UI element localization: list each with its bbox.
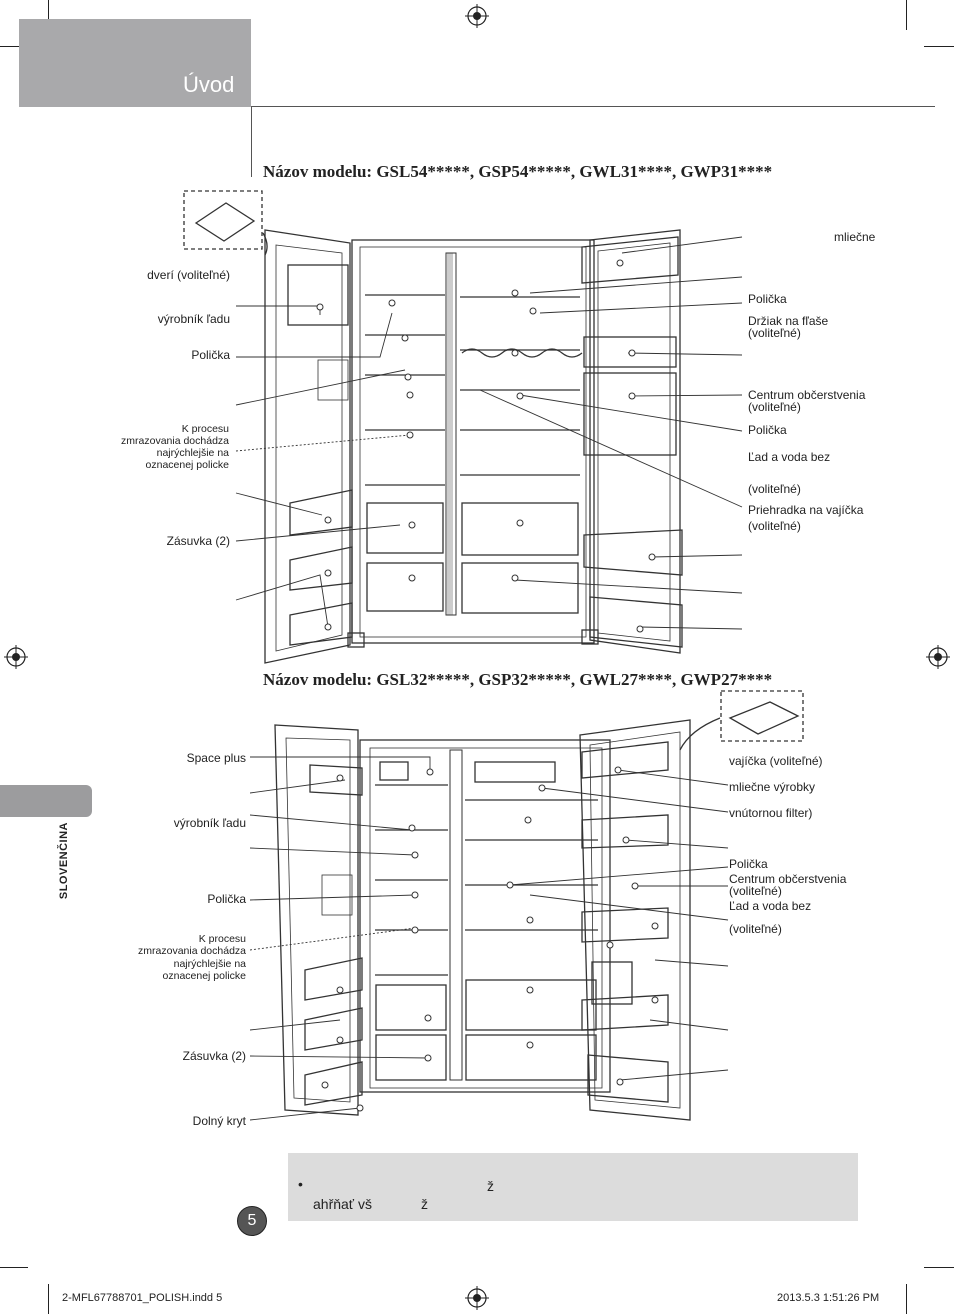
fridge-diagram-2 bbox=[250, 690, 804, 1121]
label-freeze-1d: oznacenej policke bbox=[145, 459, 229, 471]
model-title-1: Názov modelu: GSL54*****, GSP54*****, GW… bbox=[263, 162, 773, 181]
label-snack-center-2: Centrum občerstvenia bbox=[729, 872, 847, 886]
footer-file: 2-MFL67788701_POLISH.indd 5 bbox=[62, 1292, 223, 1304]
label-shelf-1r2: Polička bbox=[748, 423, 787, 437]
page-number: 5 bbox=[237, 1206, 267, 1236]
header-rule bbox=[251, 106, 935, 107]
label-dairy-2: mliečne výrobky bbox=[729, 780, 816, 794]
label-door-1: dverí (voliteľné) bbox=[147, 268, 230, 282]
label-shelf-1: Polička bbox=[191, 348, 230, 362]
crop-mark bbox=[906, 1284, 907, 1314]
crop-mark bbox=[924, 1267, 954, 1268]
label-dairy-1: mliečne bbox=[834, 230, 876, 244]
label-egg-tray-2: vajíčka (voliteľné) bbox=[729, 754, 823, 768]
language-label: SLOVENČINA bbox=[58, 822, 70, 900]
registration-mark-icon bbox=[465, 1286, 489, 1310]
label-freeze-1b: zmrazovania dochádza bbox=[121, 435, 229, 447]
footer-date: 2013.5.3 1:51:26 PM bbox=[777, 1292, 880, 1304]
label-bottle-holder-1: Držiak na fľaše bbox=[748, 314, 829, 328]
label-freeze-2a: K procesu bbox=[198, 933, 246, 945]
registration-mark-icon bbox=[926, 645, 950, 669]
label-snack-center-1: Centrum občerstvenia bbox=[748, 388, 866, 402]
label-optional-1c: (voliteľné) bbox=[748, 482, 801, 496]
label-bottom-cover: Dolný kryt bbox=[192, 1114, 246, 1128]
label-optional-2b: (voliteľné) bbox=[729, 922, 782, 936]
label-drawer-1: Zásuvka (2) bbox=[166, 534, 230, 548]
header-rule-vertical bbox=[251, 107, 252, 177]
crop-mark bbox=[924, 46, 954, 47]
note-bullet: • bbox=[298, 1176, 303, 1192]
label-shelf-2r: Polička bbox=[729, 857, 768, 871]
crop-mark bbox=[48, 1284, 49, 1314]
label-ice-maker-2: výrobník ľadu bbox=[173, 816, 246, 830]
label-drawer-2: Zásuvka (2) bbox=[182, 1049, 246, 1063]
label-shelf-1r: Polička bbox=[748, 292, 787, 306]
label-ice-water-2: Ľad a voda bez bbox=[729, 899, 812, 913]
label-freeze-1a: K procesu bbox=[181, 423, 229, 435]
label-freeze-2b: zmrazovania dochádza bbox=[138, 945, 246, 957]
label-egg-box-1: Priehradka na vajíčka bbox=[748, 503, 864, 517]
label-freeze-2d: oznacenej policke bbox=[162, 970, 246, 982]
label-optional-1a: (voliteľné) bbox=[748, 326, 801, 340]
label-optional-2a: (voliteľné) bbox=[729, 884, 782, 898]
language-tab bbox=[0, 785, 92, 817]
note-line2-text: ahřňať vš bbox=[313, 1196, 372, 1212]
language-label-wrap: SLOVENČINA bbox=[58, 822, 80, 912]
header-block bbox=[19, 19, 251, 107]
label-optional-1b: (voliteľné) bbox=[748, 400, 801, 414]
registration-mark-icon bbox=[4, 645, 28, 669]
label-freeze-2c: najrýchlejšie na bbox=[173, 958, 246, 970]
label-optional-1d: (voliteľné) bbox=[748, 519, 801, 533]
note-line1-char: ž bbox=[487, 1178, 494, 1194]
model-title-2: Názov modelu: GSL32*****, GSP32*****, GW… bbox=[263, 670, 773, 689]
note-box bbox=[288, 1153, 858, 1221]
label-ice-maker-1: výrobník ľadu bbox=[157, 312, 230, 326]
registration-mark-icon bbox=[465, 4, 489, 28]
label-freeze-1c: najrýchlejšie na bbox=[156, 447, 229, 459]
note-line2-char: ž bbox=[421, 1196, 428, 1212]
crop-mark bbox=[906, 0, 907, 30]
label-shelf-2: Polička bbox=[207, 892, 246, 906]
fridge-diagram-1 bbox=[183, 190, 743, 664]
page-title: Úvod bbox=[183, 72, 235, 97]
crop-mark bbox=[0, 1267, 28, 1268]
crop-mark bbox=[0, 46, 28, 47]
label-filter-2: vnútornou filter) bbox=[729, 806, 813, 820]
label-ice-water-1: Ľad a voda bez bbox=[748, 450, 831, 464]
label-space-plus: Space plus bbox=[186, 751, 246, 765]
